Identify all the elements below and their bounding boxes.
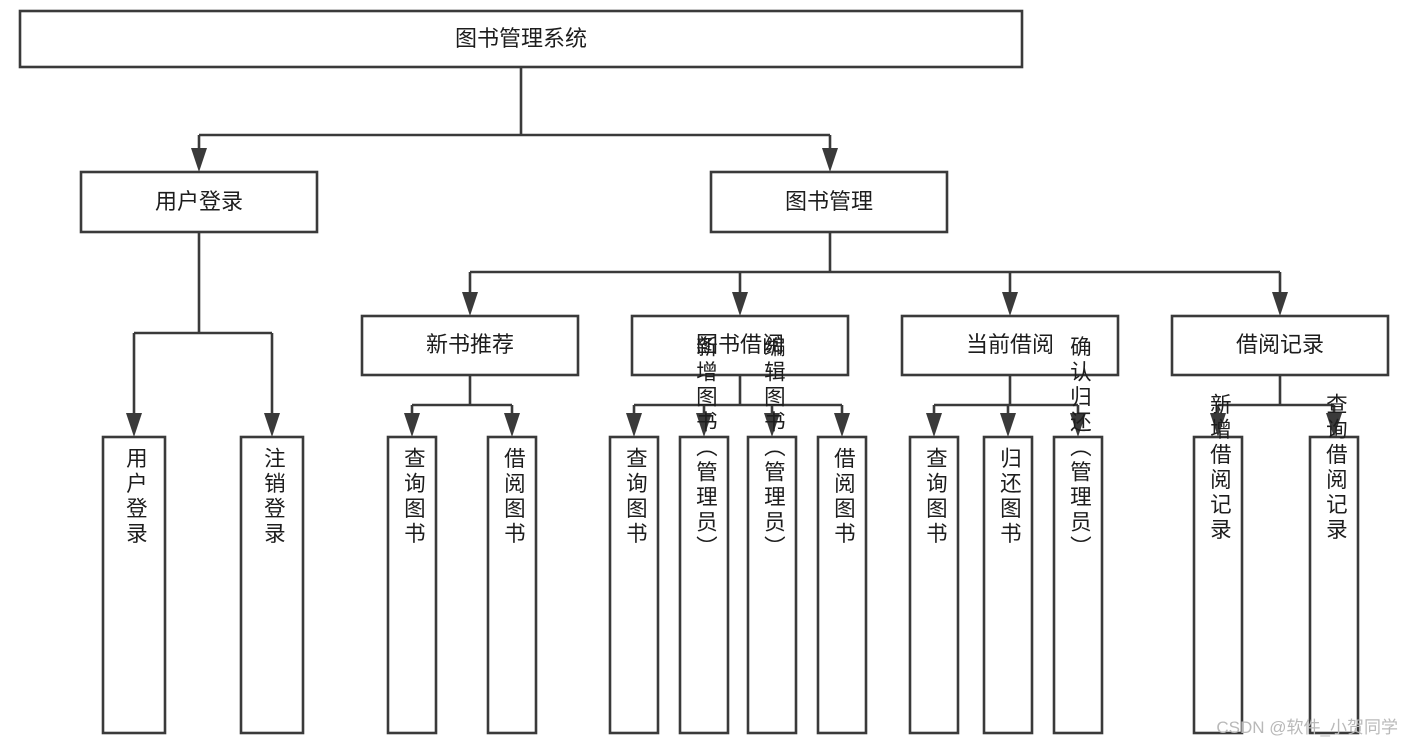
node-book-borrow-box[interactable] [630, 314, 850, 377]
leaf-add-book-box[interactable] [678, 435, 730, 735]
node-root-box[interactable] [18, 9, 1024, 69]
leaf-confirm-return-label: 确认归还（管理员） [1067, 335, 1091, 560]
leaf-query-borrow-record-box[interactable] [1308, 435, 1360, 735]
leaf-add-borrow-record-box[interactable] [1192, 435, 1244, 735]
arrow-head-leaf-query-book-rec [404, 413, 420, 437]
arrow-head-leaf-logout [264, 413, 280, 437]
leaf-logout[interactable]: 注销登录 [239, 435, 305, 735]
arrow-head-new-book-recommend [462, 292, 478, 316]
node-new-book-recommend[interactable]: 新书推荐 [360, 314, 580, 377]
connector-layer [126, 67, 1342, 437]
leaf-logout-box[interactable] [239, 435, 305, 735]
leaf-query-book-rec-label: 查询图书 [401, 447, 425, 547]
arrow-head-leaf-query-book-borrow [626, 413, 642, 437]
leaf-add-borrow-record-label: 新增借阅记录 [1207, 393, 1231, 543]
arrow-head-book-management [822, 148, 838, 172]
leaf-edit-book[interactable]: 编辑图书（管理员） [746, 335, 798, 735]
leaf-query-book-borrow-box[interactable] [608, 435, 660, 735]
node-borrow-record[interactable]: 借阅记录 [1170, 314, 1390, 377]
node-new-book-recommend-box[interactable] [360, 314, 580, 377]
leaf-query-book-rec-box[interactable] [386, 435, 438, 735]
leaf-query-book-current[interactable]: 查询图书 [908, 435, 960, 735]
leaf-query-borrow-record-label: 查询借阅记录 [1323, 393, 1347, 543]
node-book-borrow[interactable]: 图书借阅 [630, 314, 850, 377]
leaf-borrow-book[interactable]: 借阅图书 [816, 435, 868, 735]
leaf-user-login-box[interactable] [101, 435, 167, 735]
node-book-borrow-label: 图书借阅 [696, 332, 784, 357]
node-root[interactable]: 图书管理系统 [18, 9, 1024, 69]
arrow-head-leaf-add-borrow-record [1210, 413, 1226, 437]
node-user-login-label: 用户登录 [155, 189, 243, 214]
arrow-head-borrow-record [1272, 292, 1288, 316]
leaf-edit-book-label: 编辑图书（管理员） [761, 335, 785, 560]
arrow-head-current-borrow [1002, 292, 1018, 316]
arrow-head-leaf-borrow-book [834, 413, 850, 437]
arrow-head-leaf-user-login [126, 413, 142, 437]
leaf-add-book[interactable]: 新增图书（管理员） [678, 335, 730, 735]
node-root-label: 图书管理系统 [455, 26, 587, 51]
node-user-login[interactable]: 用户登录 [79, 170, 319, 234]
leaf-return-book-box[interactable] [982, 435, 1034, 735]
arrow-head-leaf-borrow-book-rec [504, 413, 520, 437]
leaf-return-book-label: 归还图书 [997, 447, 1021, 547]
node-current-borrow[interactable]: 当前借阅 [900, 314, 1120, 377]
leaf-add-borrow-record[interactable]: 新增借阅记录 [1192, 393, 1244, 735]
node-borrow-record-label: 借阅记录 [1236, 332, 1324, 357]
leaf-logout-label: 注销登录 [261, 447, 285, 547]
leaf-query-book-borrow-label: 查询图书 [623, 447, 647, 547]
leaf-borrow-book-rec-box[interactable] [486, 435, 538, 735]
leaf-user-login[interactable]: 用户登录 [101, 435, 167, 735]
node-new-book-recommend-label: 新书推荐 [426, 332, 514, 357]
arrow-head-leaf-query-borrow-record [1326, 413, 1342, 437]
arrow-head-leaf-confirm-return [1070, 413, 1086, 437]
csdn-watermark: CSDN @软件_小贺同学 [1216, 718, 1398, 737]
leaf-confirm-return-box[interactable] [1052, 435, 1104, 735]
node-book-management-box[interactable] [709, 170, 949, 234]
leaf-borrow-book-label: 借阅图书 [831, 447, 855, 547]
node-current-borrow-box[interactable] [900, 314, 1120, 377]
leaf-edit-book-box[interactable] [746, 435, 798, 735]
arrow-head-leaf-query-book-current [926, 413, 942, 437]
leaf-borrow-book-rec[interactable]: 借阅图书 [486, 435, 538, 735]
node-book-management[interactable]: 图书管理 [709, 170, 949, 234]
leaf-borrow-book-rec-label: 借阅图书 [501, 447, 525, 547]
arrow-head-leaf-add-book [696, 413, 712, 437]
leaf-return-book[interactable]: 归还图书 [982, 435, 1034, 735]
node-borrow-record-box[interactable] [1170, 314, 1390, 377]
node-user-login-box[interactable] [79, 170, 319, 234]
arrow-head-user-login [191, 148, 207, 172]
leaf-query-borrow-record[interactable]: 查询借阅记录 [1308, 393, 1360, 735]
leaf-user-login-label: 用户登录 [123, 447, 147, 547]
leaf-borrow-book-box[interactable] [816, 435, 868, 735]
leaf-add-book-label: 新增图书（管理员） [693, 335, 717, 560]
leaf-query-book-current-label: 查询图书 [923, 447, 947, 547]
arrow-head-leaf-edit-book [764, 413, 780, 437]
node-current-borrow-label: 当前借阅 [966, 332, 1054, 357]
leaf-confirm-return[interactable]: 确认归还（管理员） [1052, 335, 1104, 735]
arrow-head-leaf-return-book [1000, 413, 1016, 437]
leaf-query-book-borrow[interactable]: 查询图书 [608, 435, 660, 735]
leaf-query-book-current-box[interactable] [908, 435, 960, 735]
leaf-query-book-rec[interactable]: 查询图书 [386, 435, 438, 735]
node-book-management-label: 图书管理 [785, 189, 873, 214]
arrow-head-book-borrow [732, 292, 748, 316]
